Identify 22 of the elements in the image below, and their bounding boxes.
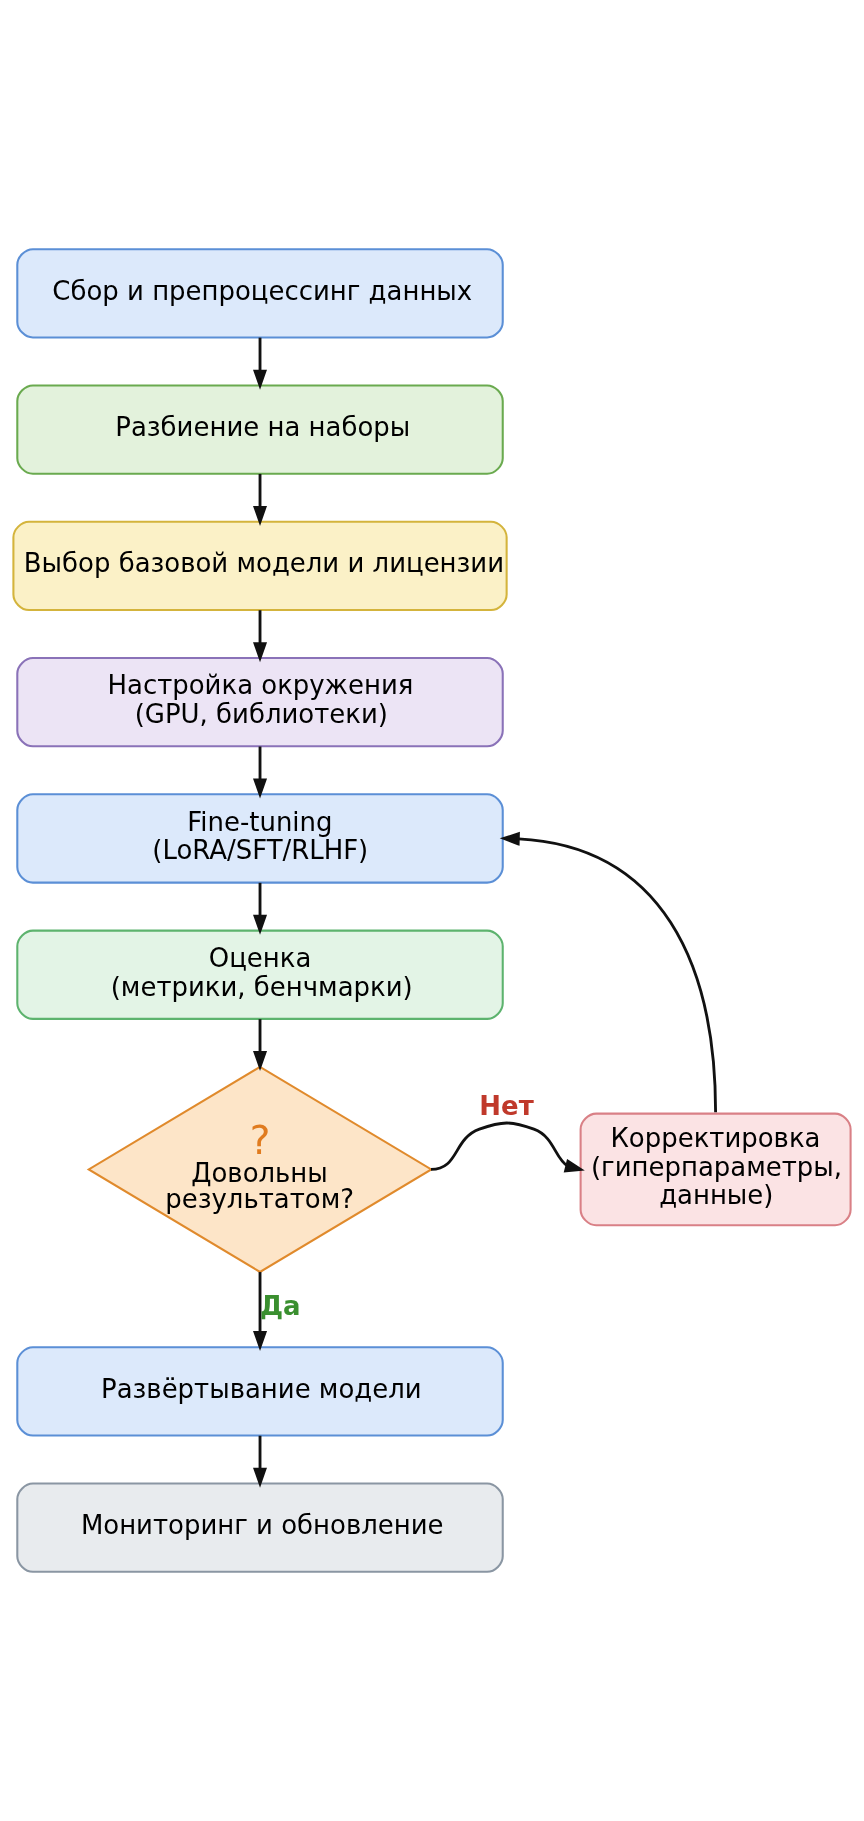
node-box: Развёртывание модели — [16, 1346, 504, 1437]
arrow — [253, 746, 268, 799]
node-box: Настройка окружения (GPU, библиотеки) — [16, 657, 504, 748]
node-diamond: ? Довольны результатом? — [86, 1065, 434, 1274]
node-box: Мониторинг и обновление — [16, 1482, 504, 1573]
arrow — [499, 831, 718, 1113]
node-box: Разбиение на наборы — [16, 384, 504, 475]
node-box: Корректировка (гиперпараметры, данные) — [579, 1112, 852, 1227]
node-box: Сбор и препроцессинг данных — [16, 248, 504, 339]
arrow — [430, 1121, 585, 1173]
arrow — [253, 337, 268, 390]
arrow — [253, 1272, 268, 1352]
arrow — [253, 473, 268, 526]
edge-label: Нет — [479, 1090, 534, 1121]
node-box: Fine-tuning (LoRA/SFT/RLHF) — [16, 793, 504, 884]
arrow — [253, 610, 268, 663]
arrow — [253, 882, 268, 935]
node-box: Оценка (метрики, бенчмарки) — [16, 929, 504, 1020]
edge-label: Да — [260, 1290, 301, 1321]
arrow — [253, 1019, 268, 1072]
arrow — [253, 1435, 268, 1488]
node-box: Выбор базовой модели и лицензии — [12, 520, 508, 612]
